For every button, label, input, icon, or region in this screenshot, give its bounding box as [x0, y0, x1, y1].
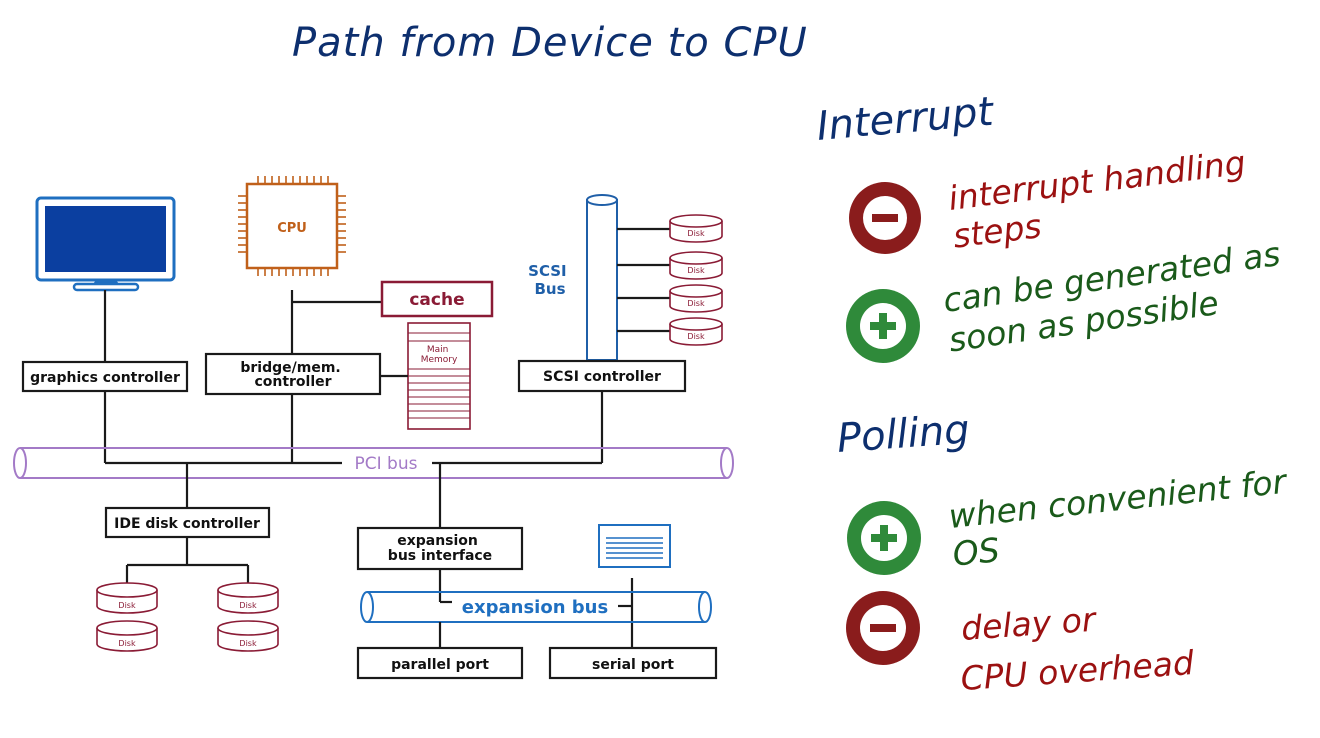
- ide-disk-2: Disk: [96, 620, 158, 652]
- polling-con-text: delay or CPU overhead: [956, 593, 1196, 698]
- scsi-bus-label: SCSI Bus: [528, 262, 572, 298]
- expansion-bus-pipe: [360, 591, 712, 623]
- graphics-controller-label: graphics controller: [30, 370, 180, 386]
- polling-heading: Polling: [835, 407, 971, 462]
- monitor-icon: [35, 196, 176, 292]
- page-title: Path from Device to CPU: [292, 20, 808, 66]
- scsi-controller-label: SCSI controller: [543, 369, 661, 385]
- cache-box: [380, 280, 494, 318]
- plus-icon: [847, 501, 921, 575]
- svg-text:Disk: Disk: [687, 332, 705, 341]
- ide-disk-4: Disk: [217, 620, 279, 652]
- svg-text:Disk: Disk: [118, 639, 136, 648]
- bridge-controller-label: bridge/mem. controller: [240, 360, 345, 390]
- interrupt-pro-text: can be generated as soon as possible: [941, 233, 1299, 360]
- main-memory-label-line1: Main: [427, 345, 449, 355]
- scsi-bus-pipe: [586, 194, 618, 361]
- expansion-interface-label: expansion bus interface: [388, 533, 492, 564]
- minus-icon: [849, 182, 921, 254]
- svg-text:Disk: Disk: [687, 229, 705, 238]
- interrupt-con-text: interrupt handling steps: [946, 142, 1263, 256]
- minus-icon: [846, 591, 920, 665]
- ide-disk-3: Disk: [217, 582, 279, 614]
- ide-controller-label: IDE disk controller: [114, 516, 260, 532]
- scsi-disk-3: Disk: [669, 284, 723, 313]
- serial-port-label: serial port: [592, 657, 674, 673]
- svg-text:Disk: Disk: [687, 299, 705, 308]
- terminal-device-icon: [598, 524, 671, 568]
- serial-port-box: [548, 646, 718, 680]
- main-memory-label-line2: Memory: [421, 355, 458, 365]
- pci-bus-label: PCI bus: [355, 454, 418, 474]
- plus-icon: [846, 289, 920, 363]
- bridge-controller-box: [204, 352, 382, 396]
- cache-label: cache: [409, 290, 464, 310]
- expansion-bus-label: expansion bus: [462, 597, 608, 618]
- main-memory-label: Main Memory: [421, 345, 458, 365]
- parallel-port-label: parallel port: [391, 657, 489, 673]
- svg-text:Disk: Disk: [687, 266, 705, 275]
- svg-text:Disk: Disk: [239, 639, 257, 648]
- ide-controller-box: [104, 506, 271, 539]
- interrupt-heading: Interrupt: [815, 89, 996, 150]
- svg-text:Disk: Disk: [118, 601, 136, 610]
- scsi-disk-2: Disk: [669, 251, 723, 280]
- cpu-chip-icon: [238, 176, 346, 276]
- scsi-disk-1: Disk: [669, 214, 723, 243]
- svg-text:Disk: Disk: [239, 601, 257, 610]
- graphics-controller-box: [21, 360, 189, 393]
- scsi-controller-box: [517, 359, 687, 393]
- main-memory-icon: [407, 322, 471, 430]
- pci-bus-pipe: [13, 447, 734, 479]
- ide-disk-1: Disk: [96, 582, 158, 614]
- parallel-port-box: [356, 646, 524, 680]
- scsi-disk-4: Disk: [669, 317, 723, 346]
- polling-pro-text: when convenient for OS: [947, 461, 1302, 574]
- cpu-label: CPU: [277, 221, 307, 236]
